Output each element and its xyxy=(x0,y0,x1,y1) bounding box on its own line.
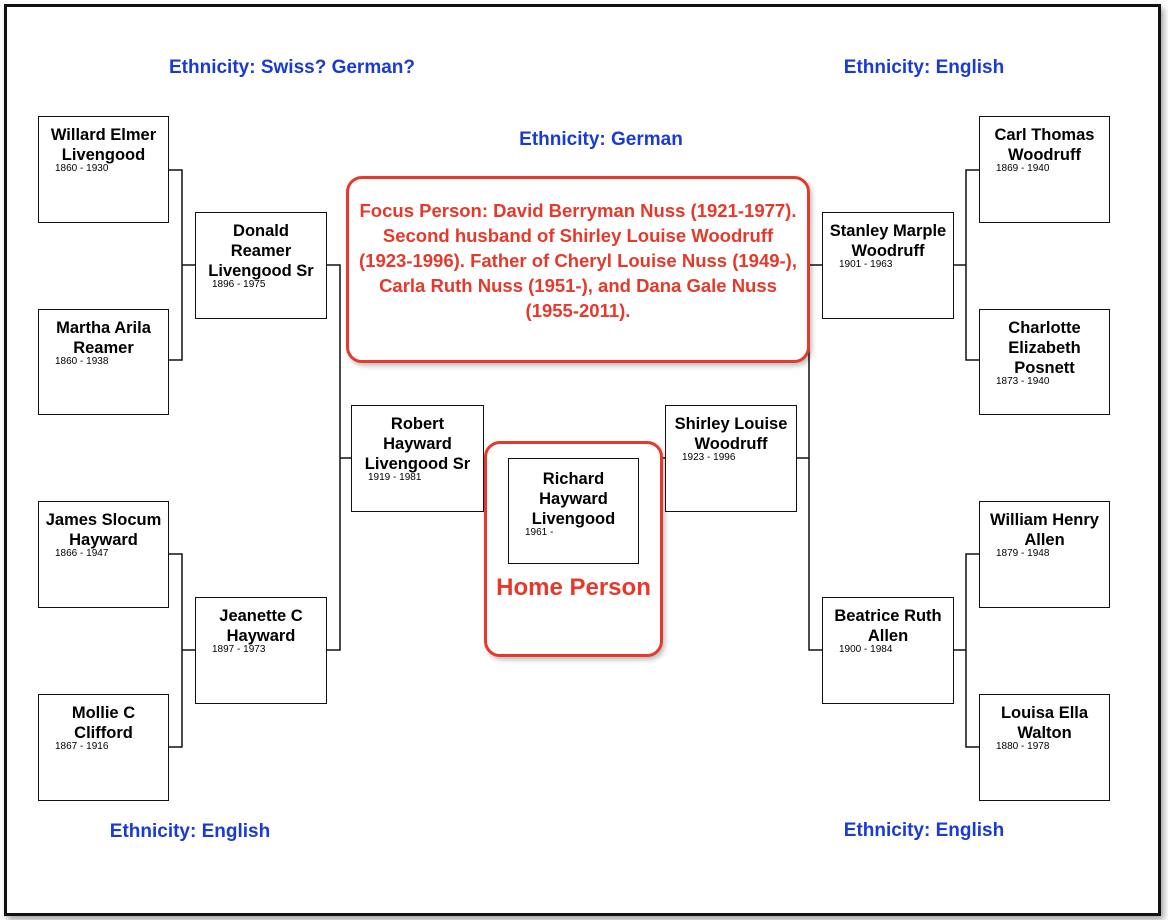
person-years: 1873 - 1940 xyxy=(996,376,1050,387)
person-name: Carl Thomas Woodruff xyxy=(994,126,1095,164)
person-card-charlotte[interactable]: Charlotte Elizabeth Posnett 1873 - 1940 xyxy=(979,309,1110,415)
person-years: 1961 - xyxy=(525,527,554,538)
person-years: 1866 - 1947 xyxy=(55,548,109,559)
focus-person-callout xyxy=(346,176,810,363)
connector-lines xyxy=(168,169,980,748)
focus-person-note: Focus Person: David Berryman Nuss (1921-… xyxy=(359,200,797,321)
home-person-label: Home Person xyxy=(496,574,651,601)
person-years: 1919 - 1981 xyxy=(368,472,422,483)
person-name: Robert Hayward Livengood Sr xyxy=(364,415,471,473)
person-name: Willard Elmer Livengood xyxy=(50,126,157,164)
person-name: William Henry Allen xyxy=(990,511,1099,549)
person-card-louisa[interactable]: Louisa Ella Walton 1880 - 1978 xyxy=(979,694,1110,801)
person-card-james[interactable]: James Slocum Hayward 1866 - 1947 xyxy=(38,501,169,608)
ethnicity-label-center: Ethnicity: German xyxy=(519,129,683,150)
person-years: 1860 - 1938 xyxy=(55,356,109,367)
person-card-martha[interactable]: Martha Arila Reamer 1860 - 1938 xyxy=(38,309,169,415)
person-card-donald[interactable]: Donald Reamer Livengood Sr 1896 - 1975 xyxy=(195,212,327,319)
ethnicity-label-top-right: Ethnicity: English xyxy=(843,57,1005,78)
person-years: 1897 - 1973 xyxy=(212,644,266,655)
person-name: Shirley Louise Woodruff xyxy=(674,415,788,453)
person-card-stanley[interactable]: Stanley Marple Woodruff 1901 - 1963 xyxy=(822,212,954,319)
person-name: Donald Reamer Livengood Sr xyxy=(208,222,314,280)
person-card-richard[interactable]: Richard Hayward Livengood 1961 - xyxy=(508,458,639,564)
person-card-beatrice[interactable]: Beatrice Ruth Allen 1900 - 1984 xyxy=(822,597,954,704)
person-years: 1896 - 1975 xyxy=(212,279,266,290)
person-card-robert[interactable]: Robert Hayward Livengood Sr 1919 - 1981 xyxy=(351,405,484,512)
person-card-carl[interactable]: Carl Thomas Woodruff 1869 - 1940 xyxy=(979,116,1110,223)
person-name: Mollie C Clifford xyxy=(71,704,136,742)
person-name: Martha Arila Reamer xyxy=(56,319,151,357)
person-years: 1869 - 1940 xyxy=(996,163,1050,174)
person-years: 1879 - 1948 xyxy=(996,548,1050,559)
person-card-mollie[interactable]: Mollie C Clifford 1867 - 1916 xyxy=(38,694,169,801)
person-name: Louisa Ella Walton xyxy=(1000,704,1089,742)
pedigree-chart: Ethnicity: Swiss? German? Ethnicity: Eng… xyxy=(4,4,1161,916)
person-name: Jeanette C Hayward xyxy=(219,607,303,645)
person-card-william[interactable]: William Henry Allen 1879 - 1948 xyxy=(979,501,1110,608)
person-years: 1860 - 1930 xyxy=(55,163,109,174)
person-years: 1923 - 1996 xyxy=(682,452,736,463)
person-card-jeanette[interactable]: Jeanette C Hayward 1897 - 1973 xyxy=(195,597,327,704)
person-name: James Slocum Hayward xyxy=(45,511,162,549)
ethnicity-label-bottom-left: Ethnicity: English xyxy=(109,821,271,842)
person-name: Charlotte Elizabeth Posnett xyxy=(1008,319,1081,377)
person-card-shirley[interactable]: Shirley Louise Woodruff 1923 - 1996 xyxy=(665,405,797,512)
person-name: Stanley Marple Woodruff xyxy=(829,222,947,260)
person-card-willard[interactable]: Willard Elmer Livengood 1860 - 1930 xyxy=(38,116,169,223)
person-years: 1867 - 1916 xyxy=(55,741,109,752)
ethnicity-label-bottom-right: Ethnicity: English xyxy=(843,820,1005,841)
person-years: 1900 - 1984 xyxy=(839,644,893,655)
person-name: Beatrice Ruth Allen xyxy=(834,607,942,645)
ethnicity-label-top-left: Ethnicity: Swiss? German? xyxy=(169,57,415,78)
person-years: 1901 - 1963 xyxy=(839,259,893,270)
person-name: Richard Hayward Livengood xyxy=(531,470,616,528)
person-years: 1880 - 1978 xyxy=(996,741,1050,752)
